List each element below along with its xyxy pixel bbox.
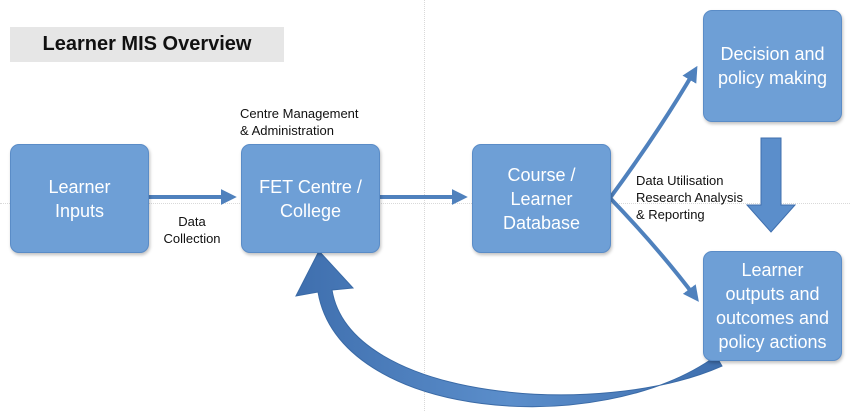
diagram-title: Learner MIS Overview: [42, 33, 252, 55]
decision-label: Decision and policy making: [717, 44, 828, 88]
feedback-curve-arrow: [295, 250, 723, 408]
fet-centre-box: FET Centre / College: [241, 144, 380, 253]
learner-inputs-label: Learner Inputs: [48, 176, 111, 221]
database-label: Course / Learner Database: [502, 164, 581, 233]
centre-management-label: Centre Management & Administration: [240, 106, 359, 138]
horizontal-guide-line: [0, 203, 850, 204]
database-box: Course / Learner Database: [472, 144, 611, 253]
arrow-decision-to-outputs: [745, 137, 797, 233]
fet-centre-label: FET Centre / College: [259, 176, 362, 221]
outputs-label: Learner outputs and outcomes and policy …: [715, 260, 830, 352]
decision-box: Decision and policy making: [703, 10, 842, 122]
data-utilisation-label: Data Utilisation Research Analysis & Rep…: [636, 173, 743, 222]
title-banner: Learner MIS Overview: [10, 27, 284, 62]
data-collection-label: Data Collection: [163, 214, 221, 246]
outputs-box: Learner outputs and outcomes and policy …: [703, 251, 842, 361]
vertical-guide-line: [424, 0, 425, 411]
arrow-database-to-outputs: [608, 196, 699, 302]
arrow-database-to-decision: [608, 65, 698, 200]
learner-inputs-box: Learner Inputs: [10, 144, 149, 253]
